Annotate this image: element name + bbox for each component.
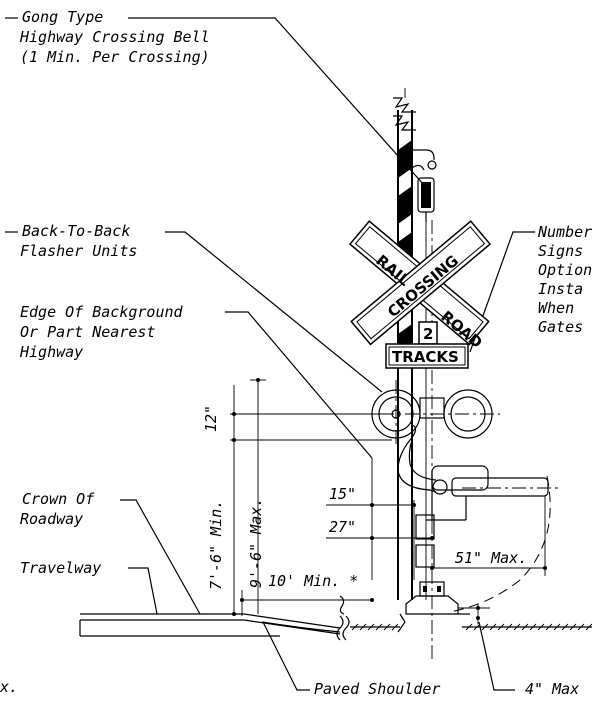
flasher-units-label: Back-To-Back Flasher Units bbox=[20, 222, 137, 260]
signal-foundation bbox=[397, 581, 470, 633]
svg-text:(1 Min. Per Crossing): (1 Min. Per Crossing) bbox=[20, 48, 210, 66]
leader-lines bbox=[5, 17, 535, 691]
gong-bell bbox=[411, 149, 437, 222]
svg-text:Back-To-Back: Back-To-Back bbox=[22, 222, 130, 240]
svg-text:Highway: Highway bbox=[19, 343, 83, 361]
svg-text:TRACKS: TRACKS bbox=[392, 348, 459, 366]
svg-text:When: When bbox=[538, 299, 574, 317]
number-signs-label: Number Signs Option Insta When Gates bbox=[537, 223, 592, 336]
crown-roadway-label: Crown Of Roadway bbox=[20, 490, 95, 528]
flasher-units bbox=[230, 380, 500, 446]
svg-text:Crown Of: Crown Of bbox=[22, 490, 95, 508]
gate-mechanism bbox=[397, 424, 549, 568]
svg-text:Signs: Signs bbox=[538, 242, 583, 260]
svg-text:Option: Option bbox=[538, 261, 592, 279]
svg-text:Gong Type: Gong Type bbox=[22, 8, 103, 26]
roadway-profile bbox=[79, 595, 592, 641]
svg-text:2: 2 bbox=[423, 325, 433, 343]
cut-off-max-label: x. bbox=[0, 678, 18, 696]
travelway-label: Travelway bbox=[20, 559, 101, 577]
svg-text:Edge Of Background: Edge Of Background bbox=[20, 303, 184, 321]
gate-swing-arc bbox=[449, 475, 551, 613]
dim-51-label: 51" Max. bbox=[455, 549, 527, 567]
svg-text:Insta: Insta bbox=[538, 280, 583, 298]
gong-bell-label: Gong Type Highway Crossing Bell (1 Min. … bbox=[19, 8, 210, 66]
svg-text:Gates: Gates bbox=[538, 318, 583, 336]
tracks-number-sign: 2 TRACKS bbox=[385, 321, 469, 369]
dim-27-label: 27" bbox=[329, 518, 356, 536]
dim-7-6-label: 7'-6" Min. bbox=[207, 500, 225, 590]
dimension-lines bbox=[230, 378, 547, 624]
dim-15-label: 15" bbox=[329, 485, 356, 503]
edge-background-label: Edge Of Background Or Part Nearest Highw… bbox=[19, 303, 184, 361]
svg-text:Number: Number bbox=[537, 223, 592, 241]
dim-10-label: 10' Min. * bbox=[268, 572, 358, 590]
dim-9-6-label: 9'-6" Max. bbox=[247, 498, 265, 588]
svg-text:Or Part Nearest: Or Part Nearest bbox=[20, 323, 155, 341]
max-4-label: 4" Max bbox=[525, 680, 579, 698]
svg-text:Roadway: Roadway bbox=[20, 510, 83, 528]
svg-text:Highway Crossing Bell: Highway Crossing Bell bbox=[19, 28, 210, 46]
svg-text:Flasher Units: Flasher Units bbox=[20, 242, 137, 260]
paved-shoulder-label: Paved Shoulder bbox=[314, 680, 440, 698]
dim-12-label: 12" bbox=[202, 405, 220, 432]
